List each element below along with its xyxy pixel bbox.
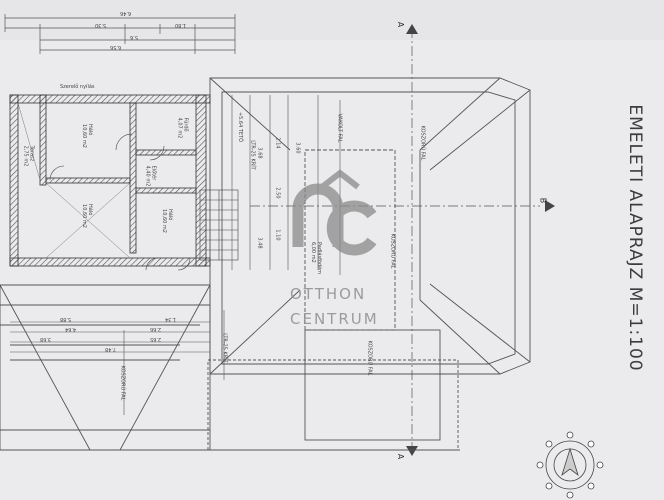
dim-b3: 3.68 <box>40 336 52 342</box>
page-title: EMELETI ALAPRAJZ M=1:100 <box>625 104 645 372</box>
room-6-name: Terasz <box>28 145 35 162</box>
label-tetoablak: +5.64 TETŐ <box>237 111 244 143</box>
room-6-area: 2,75 m2 <box>22 145 29 167</box>
dim-b6: 7.48 <box>105 346 117 352</box>
room-7: Padlásfödém 6,00 m2 <box>310 242 322 274</box>
dim-b2: 4.64 <box>65 326 77 332</box>
dim-b1: 5.88 <box>60 316 72 322</box>
watermark-line1: OTTHON <box>290 285 367 303</box>
section-a-top-label: A <box>396 21 406 28</box>
dim-top3: 1.80 <box>175 22 187 28</box>
dim-d5: 3.48 <box>256 237 263 249</box>
room-7-area: 6,00 m2 <box>310 241 317 263</box>
label-szint: Szerelő nyílás <box>60 84 95 90</box>
label-ablak1: LTR-25 KRÍT <box>249 140 256 170</box>
label-koszoru3: KOSZORÚ FAL <box>119 365 126 401</box>
room-4-name: Fürdő <box>182 117 189 132</box>
label-koszoru4: KOSZORÚ FAL <box>389 233 396 269</box>
label-ablak2: LTR-25 KRÍT <box>221 333 228 363</box>
dim-d3: 3.68 <box>256 147 263 159</box>
label-koszoru2: KOSZORÚ FAL <box>366 340 373 376</box>
room-5-area: 4,40 m2 <box>144 165 151 187</box>
room-4-area: 4,07 m2 <box>176 117 183 139</box>
dim-top5: 6.56 <box>110 44 122 50</box>
label-koszoru1: KOSZORÚ FAL <box>419 125 426 161</box>
room-7-name: Padlásfödém <box>316 241 323 275</box>
room-2-area: 10,60 m2 <box>80 204 87 228</box>
room-5: Előtér 4,40 m2 <box>144 166 156 187</box>
dim-top2: 5.30 <box>95 22 107 28</box>
dim-d2: 2.14 <box>274 137 281 149</box>
room-3-name: Háló <box>166 209 173 221</box>
section-a-bottom-label: A <box>396 453 406 460</box>
watermark-line2: CENTRUM <box>290 310 379 328</box>
dim-top4: 5.6 <box>130 34 138 40</box>
north-arrow-icon <box>536 431 604 499</box>
room-6: Terasz 2,75 m2 <box>22 146 34 167</box>
dim-b4: 2.65 <box>150 336 162 342</box>
room-5-name: Előtér <box>150 165 157 181</box>
dim-d6: 1.10 <box>274 229 281 241</box>
dim-b5: 1.34 <box>165 316 177 322</box>
room-3-area: 10,60 m2 <box>160 209 167 233</box>
dim-d1: 3.60 <box>294 142 301 154</box>
label-vakolt: VAKOLT FAL <box>336 113 343 143</box>
room-3: Háló 10,60 m2 <box>161 209 173 233</box>
dim-b7: 2.66 <box>150 326 162 332</box>
room-1-area: 10,60 m2 <box>80 124 87 148</box>
room-1: Háló 10,60 m2 <box>81 124 93 148</box>
dim-top1: 6.46 <box>120 10 132 16</box>
room-2: Háló 10,60 m2 <box>81 204 93 228</box>
section-b-label: B <box>538 197 548 204</box>
room-4: Fürdő 4,07 m2 <box>176 118 188 139</box>
room-2-name: Háló <box>86 204 93 216</box>
watermark-logo-icon <box>292 169 377 256</box>
room-1-name: Háló <box>86 124 93 136</box>
dim-d4: 2.50 <box>274 187 281 199</box>
